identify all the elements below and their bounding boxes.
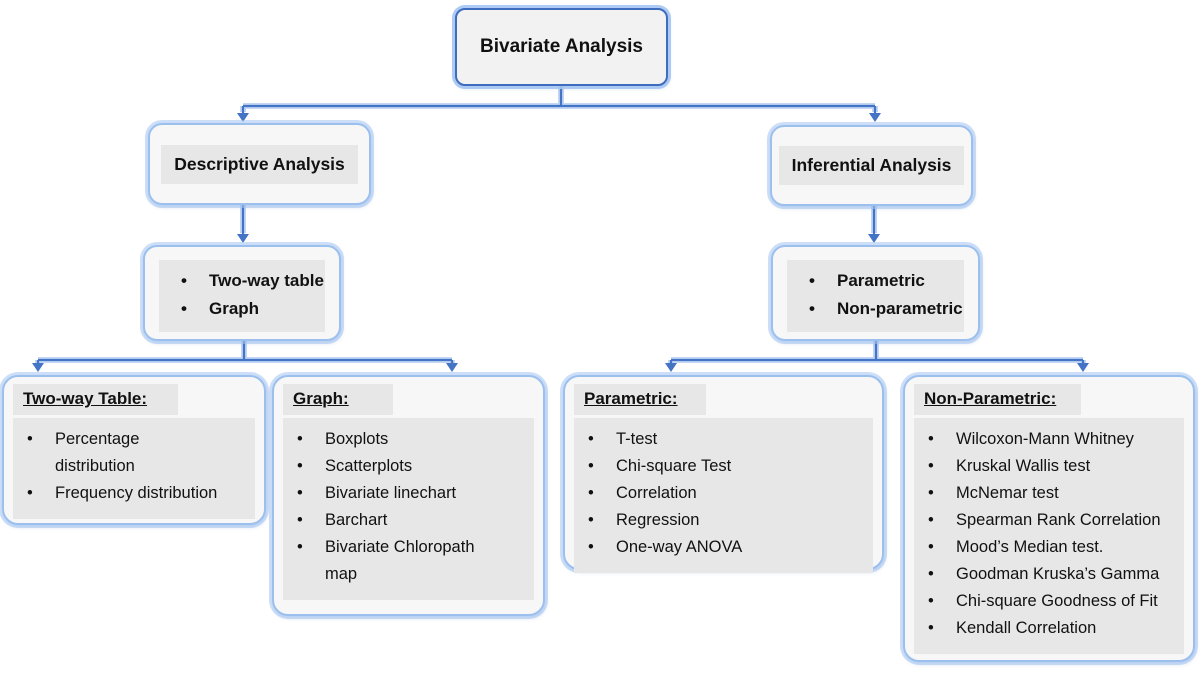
bullet-list: Percentage distribution Frequency distri… — [13, 426, 255, 507]
list-item: Goodman Kruska’s Gamma — [914, 561, 1184, 588]
list-item: Kruskal Wallis test — [914, 453, 1184, 480]
node-label: Descriptive Analysis — [161, 144, 358, 184]
list-item: Chi-square Goodness of Fit — [914, 588, 1184, 615]
node-inferential-analysis: Inferential Analysis — [770, 125, 973, 206]
list-item: Bivariate Chloropath map — [283, 534, 510, 588]
node-inferential-types: Parametric Non-parametric — [771, 245, 980, 341]
list-item: Wilcoxon-Mann Whitney — [914, 426, 1184, 453]
highlight-band: Boxplots Scatterplots Bivariate linechar… — [283, 418, 534, 600]
list-item: Boxplots — [283, 426, 510, 453]
bullet-list: T-test Chi-square Test Correlation Regre… — [574, 426, 873, 561]
highlight-band: Parametric Non-parametric — [787, 260, 964, 332]
highlight-band: Two-way table Graph — [159, 260, 325, 332]
list-item: Bivariate linechart — [283, 480, 510, 507]
list-item: Graph — [159, 295, 325, 323]
list-item: Non-parametric — [787, 295, 964, 323]
box-heading: Non-Parametric: — [914, 384, 1082, 415]
list-item: Two-way table — [159, 267, 325, 295]
list-item: Kendall Correlation — [914, 615, 1184, 642]
list-item: One-way ANOVA — [574, 534, 873, 561]
list-item: Percentage distribution — [13, 426, 180, 480]
bullet-list: Boxplots Scatterplots Bivariate linechar… — [283, 426, 534, 588]
list-item: McNemar test — [914, 480, 1184, 507]
list-item: Regression — [574, 507, 873, 534]
node-descriptive-types: Two-way table Graph — [143, 245, 341, 341]
box-heading: Parametric: — [574, 384, 706, 415]
list-item: Parametric — [787, 267, 964, 295]
node-two-way-table: Two-way Table: Percentage distribution F… — [2, 375, 266, 525]
bullet-list: Wilcoxon-Mann Whitney Kruskal Wallis tes… — [914, 426, 1184, 642]
list-item: Correlation — [574, 480, 873, 507]
list-item: Scatterplots — [283, 453, 510, 480]
highlight-band: T-test Chi-square Test Correlation Regre… — [574, 418, 873, 573]
list-item: T-test — [574, 426, 873, 453]
node-label: Inferential Analysis — [778, 146, 965, 185]
bullet-list: Two-way table Graph — [159, 267, 325, 323]
list-item: Barchart — [283, 507, 510, 534]
node-bivariate-analysis: Bivariate Analysis — [455, 8, 668, 86]
list-item: Chi-square Test — [574, 453, 873, 480]
highlight-band: Wilcoxon-Mann Whitney Kruskal Wallis tes… — [914, 418, 1184, 654]
box-heading: Graph: — [283, 384, 394, 415]
node-descriptive-analysis: Descriptive Analysis — [148, 123, 371, 205]
list-item: Spearman Rank Correlation — [914, 507, 1184, 534]
list-item: Frequency distribution — [13, 480, 255, 507]
node-graph: Graph: Boxplots Scatterplots Bivariate l… — [272, 375, 545, 616]
list-item: Mood’s Median test. — [914, 534, 1184, 561]
node-non-parametric: Non-Parametric: Wilcoxon-Mann Whitney Kr… — [903, 375, 1195, 662]
node-label: Bivariate Analysis — [480, 36, 643, 57]
node-parametric: Parametric: T-test Chi-square Test Corre… — [563, 375, 884, 573]
highlight-band: Percentage distribution Frequency distri… — [13, 418, 255, 519]
bullet-list: Parametric Non-parametric — [787, 267, 964, 323]
box-heading: Two-way Table: — [13, 384, 178, 415]
arrowheads — [32, 113, 1089, 372]
